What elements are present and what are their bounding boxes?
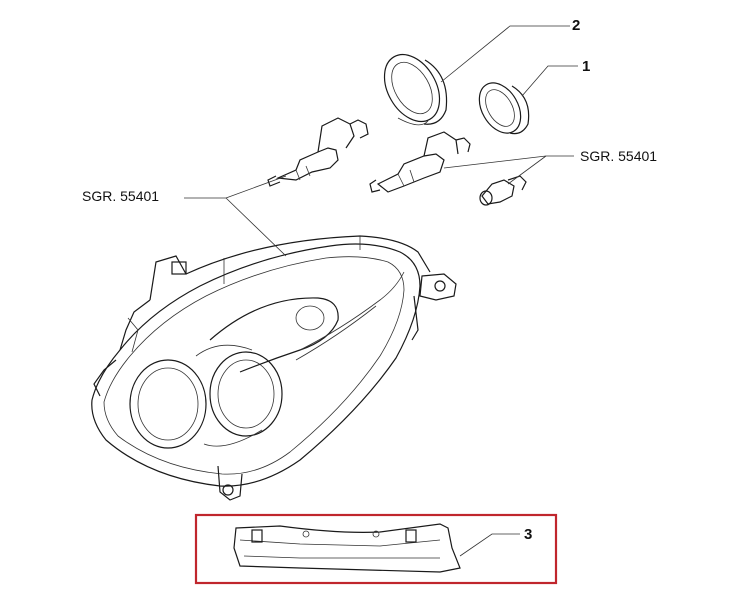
bulb-left xyxy=(267,117,369,187)
part-3-bracket xyxy=(233,523,461,573)
part-1-cap xyxy=(478,82,530,135)
part-number-3: 3 xyxy=(524,526,533,543)
bulb-small xyxy=(479,175,527,206)
leader-lines xyxy=(184,25,578,557)
part-number-2: 2 xyxy=(572,17,581,34)
part-3-highlight-box xyxy=(194,513,558,585)
sgr-label-right: SGR. 55401 xyxy=(580,148,658,164)
headlamp-assembly xyxy=(91,235,457,501)
part-2-cap xyxy=(383,53,448,126)
bulb-right xyxy=(369,131,471,193)
sgr-label-left: SGR. 55401 xyxy=(82,188,160,204)
part-number-1: 1 xyxy=(582,58,591,75)
